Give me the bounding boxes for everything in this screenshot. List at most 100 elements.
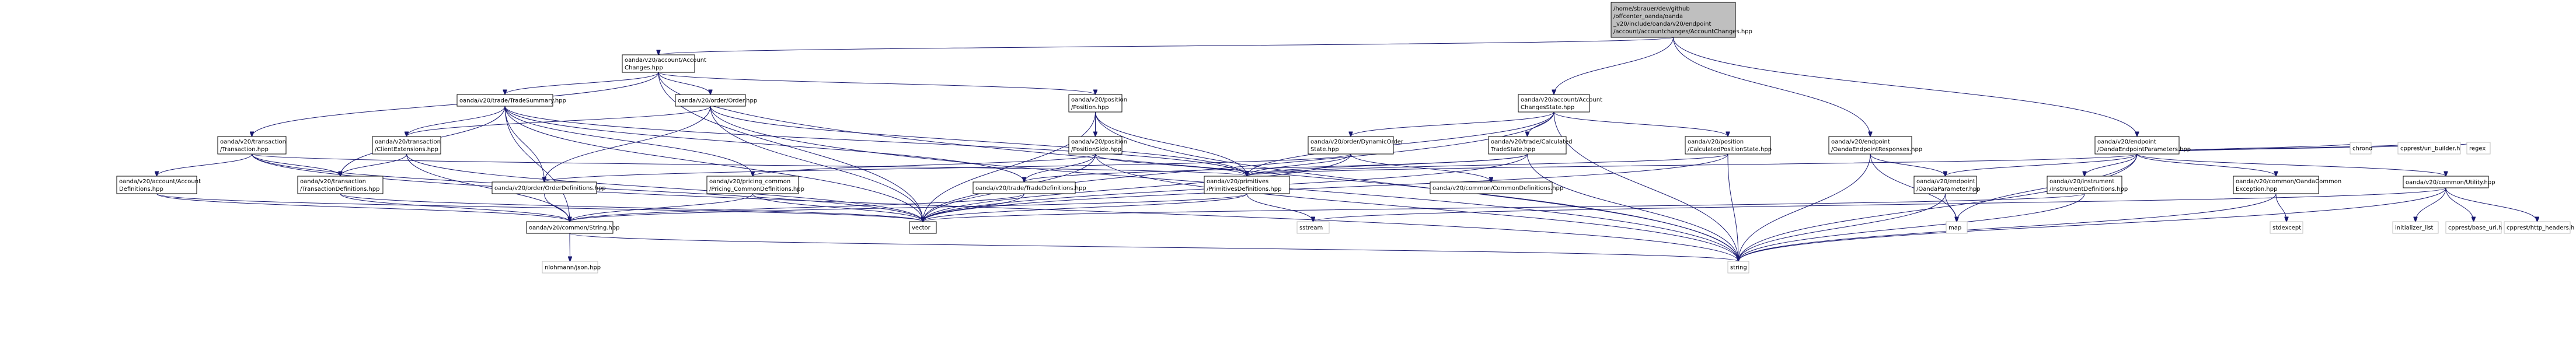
- node-map[interactable]: map: [1946, 221, 1968, 234]
- node-label: /InstrumentDefinitions.hpp: [2049, 186, 2128, 192]
- edge-pricing-common-to-string-hpp: [570, 193, 753, 222]
- edge-trade-summary-to-trade-definitions: [504, 106, 1024, 182]
- node-label: oanda/v20/endpoint: [2097, 139, 2156, 145]
- edge-string-hpp-to-string: [569, 233, 1738, 261]
- node-box: [116, 176, 197, 194]
- node-label: /Transaction.hpp: [220, 146, 269, 153]
- node-label: State.hpp: [1310, 146, 1339, 153]
- node-vector[interactable]: vector: [909, 221, 937, 234]
- node-transaction-definitions[interactable]: oanda/v20/transaction/TransactionDefinit…: [297, 176, 384, 194]
- node-account-changes-state[interactable]: oanda/v20/account/AccountChangesState.hp…: [1518, 94, 1602, 113]
- node-label: regex: [2469, 146, 2486, 152]
- edge-utility-to-base-uri: [2445, 187, 2474, 222]
- node-common-exception[interactable]: oanda/v20/common/OandaCommonException.hp…: [2233, 176, 2341, 194]
- edge-root-to-account-changes-state: [1554, 37, 1674, 94]
- node-label: cpprest/base_uri.h: [2448, 225, 2502, 232]
- node-box: [1430, 181, 1553, 194]
- edge-root-to-endpoint-parameters: [1673, 37, 2138, 136]
- edge-instrument-definitions-to-string: [1738, 193, 2085, 261]
- edge-trade-summary-to-client-extensions: [407, 106, 506, 136]
- edge-utility-to-http-headers: [2445, 187, 2537, 222]
- node-label: oanda/v20/transaction: [300, 178, 366, 185]
- node-box: [706, 176, 799, 194]
- node-label: map: [1948, 225, 1961, 232]
- node-box: [972, 181, 1076, 194]
- node-client-extensions[interactable]: oanda/v20/transaction/ClientExtensions.h…: [372, 136, 441, 155]
- edge-pricing-common-to-vector: [752, 193, 923, 222]
- node-string-hpp[interactable]: oanda/v20/common/String.hpp: [526, 221, 619, 234]
- node-label: /PositionSide.hpp: [1071, 146, 1121, 153]
- edge-calculated-position-state-to-primitives: [1247, 153, 1728, 176]
- node-utility[interactable]: oanda/v20/common/Utility.hpp: [2403, 176, 2495, 188]
- node-account-changes[interactable]: oanda/v20/account/AccountChanges.hpp: [622, 54, 706, 73]
- edge-transaction-definitions-to-string-hpp: [340, 193, 570, 222]
- edge-account-changes-to-position: [658, 72, 1096, 94]
- node-http-headers[interactable]: cpprest/http_headers.h: [2504, 221, 2574, 234]
- node-label: string: [1730, 265, 1747, 271]
- node-box: [2047, 176, 2122, 194]
- edge-common-exception-to-stdexcept: [2275, 193, 2286, 222]
- node-transaction[interactable]: oanda/v20/transaction/Transaction.hpp: [217, 136, 287, 155]
- edge-position-side-to-pricing-common: [753, 153, 1096, 176]
- edge-endpoint-parameters-to-oanda-parameter: [1946, 153, 2138, 176]
- node-label: chrono: [2352, 146, 2372, 152]
- node-stdexcept[interactable]: stdexcept: [2270, 221, 2303, 234]
- node-endpoint-responses[interactable]: oanda/v20/endpoint/OandaEndpointResponse…: [1828, 136, 1922, 155]
- node-order-definitions[interactable]: oanda/v20/order/OrderDefinitions.hpp: [492, 181, 606, 194]
- edge-trade-summary-to-order-definitions: [504, 106, 545, 182]
- edge-calculated-position-state-to-vector: [923, 153, 1728, 222]
- node-instrument-definitions[interactable]: oanda/v20/instrument/InstrumentDefinitio…: [2047, 176, 2128, 194]
- node-box: [1488, 136, 1567, 155]
- node-oanda-parameter[interactable]: oanda/v20/endpoint/OandaParameter.hpp: [1913, 176, 1981, 194]
- node-label: /OandaParameter.hpp: [1916, 186, 1981, 192]
- node-trade-definitions[interactable]: oanda/v20/trade/TradeDefinitions.hpp: [972, 181, 1086, 194]
- node-order[interactable]: oanda/v20/order/Order.hpp: [675, 94, 757, 107]
- node-primitives[interactable]: oanda/v20/primitives/PrimitivesDefinitio…: [1204, 176, 1290, 194]
- node-label: oanda/v20/endpoint: [1831, 139, 1890, 145]
- node-position[interactable]: oanda/v20/position/Position.hpp: [1068, 94, 1127, 113]
- node-nlohmann[interactable]: nlohmann/json.hpp: [542, 261, 601, 274]
- node-position-side[interactable]: oanda/v20/position/PositionSide.hpp: [1068, 136, 1127, 155]
- node-box: [456, 94, 553, 107]
- node-box: [2094, 136, 2180, 155]
- node-label: /Position.hpp: [1071, 104, 1109, 111]
- node-box: [2397, 142, 2461, 155]
- node-uri-builder[interactable]: cpprest/uri_builder.h: [2397, 142, 2461, 155]
- node-box: [1685, 136, 1771, 155]
- node-calculated-position-state[interactable]: oanda/v20/position/CalculatedPositionSta…: [1685, 136, 1772, 155]
- edge-instrument-definitions-to-vector: [923, 193, 2085, 222]
- node-box: [526, 221, 614, 234]
- node-common-definitions[interactable]: oanda/v20/common/CommonDefinitions.hpp: [1430, 181, 1563, 194]
- edge-trade-definitions-to-vector: [923, 193, 1024, 222]
- node-endpoint-parameters[interactable]: oanda/v20/endpoint/OandaEndpointParamete…: [2094, 136, 2191, 155]
- node-label: cpprest/uri_builder.h: [2400, 146, 2460, 152]
- node-label: TradeState.hpp: [1490, 146, 1535, 153]
- node-label: oanda/v20/account/Account: [625, 57, 706, 64]
- edge-endpoint-parameters-to-common-exception: [2136, 153, 2276, 176]
- node-initializer-list[interactable]: initializer_list: [2392, 221, 2439, 234]
- edge-dynamic-order-state-to-common-definitions: [1350, 153, 1491, 182]
- node-label: oanda/v20/trade/TradeSummary.hpp: [459, 98, 566, 104]
- node-box: [675, 94, 746, 107]
- node-string[interactable]: string: [1727, 261, 1749, 274]
- node-label: /TransactionDefinitions.hpp: [300, 186, 379, 192]
- node-trade-summary[interactable]: oanda/v20/trade/TradeSummary.hpp: [456, 94, 566, 107]
- edge-account-changes-to-order: [658, 72, 710, 94]
- node-pricing-common[interactable]: oanda/v20/pricing_common/Pricing_CommonD…: [706, 176, 804, 194]
- edge-position-side-to-string: [1095, 153, 1739, 261]
- edge-client-extensions-to-vector: [406, 153, 923, 222]
- node-sstream[interactable]: sstream: [1296, 221, 1330, 234]
- edge-position-side-to-trade-definitions: [1024, 153, 1096, 182]
- node-label: /PrimitivesDefinitions.hpp: [1207, 186, 1281, 192]
- node-chrono[interactable]: chrono: [2350, 142, 2372, 155]
- node-regex[interactable]: regex: [2466, 142, 2491, 155]
- node-box: [2466, 142, 2491, 155]
- node-box: [1946, 221, 1968, 234]
- node-base-uri[interactable]: cpprest/base_uri.h: [2445, 221, 2502, 234]
- edge-account-changes-to-transaction: [252, 72, 659, 136]
- node-root[interactable]: /home/sbrauer/dev/github/offcenter_oanda…: [1611, 2, 1752, 38]
- node-box: [1308, 136, 1394, 155]
